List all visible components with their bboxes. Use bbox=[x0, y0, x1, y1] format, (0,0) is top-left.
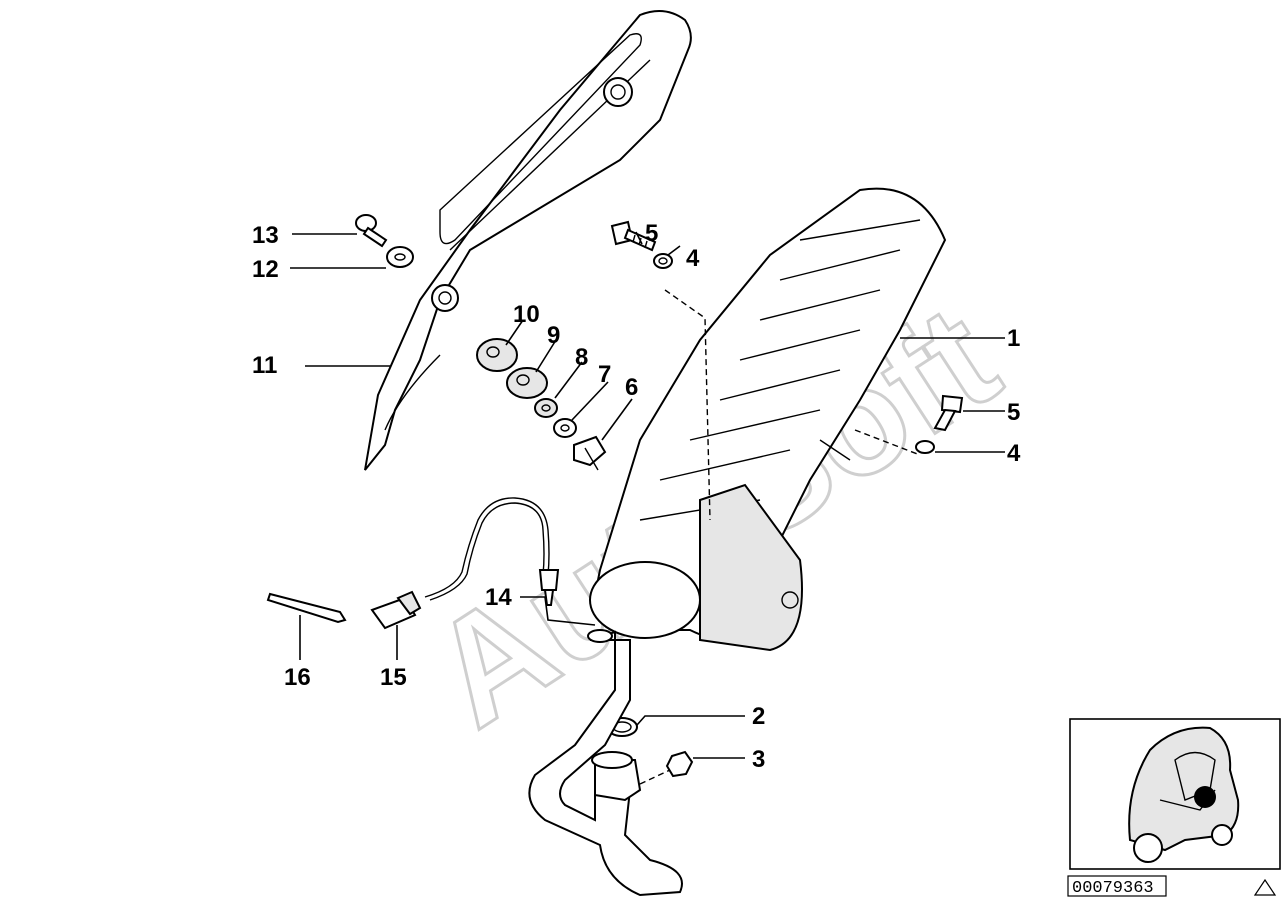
callout-10: 10 bbox=[513, 301, 540, 328]
callout-4-right: 4 bbox=[1007, 440, 1021, 467]
doc-number: 00079363 bbox=[1072, 879, 1154, 898]
callout-9: 9 bbox=[547, 322, 560, 349]
callout-15: 15 bbox=[380, 664, 407, 691]
screw-part-13[interactable] bbox=[355, 214, 388, 248]
clip-part-6[interactable] bbox=[573, 435, 607, 471]
doc-number-box: 00079363 bbox=[1067, 875, 1167, 898]
scooter-thumbnail-icon[interactable] bbox=[1069, 718, 1281, 870]
nut-part-3[interactable] bbox=[665, 750, 694, 778]
callout-2: 2 bbox=[752, 703, 765, 730]
leader-lines bbox=[290, 231, 1005, 785]
washer-part-12[interactable] bbox=[386, 246, 414, 268]
callout-11: 11 bbox=[252, 352, 277, 379]
callout-7: 7 bbox=[598, 361, 611, 388]
washer-part-7[interactable] bbox=[553, 418, 577, 438]
connector-part-15[interactable] bbox=[370, 590, 422, 630]
washer-part-4-upper[interactable] bbox=[653, 253, 673, 269]
callout-3: 3 bbox=[752, 746, 765, 773]
callout-5-upper: 5 bbox=[645, 220, 658, 247]
bolt-part-5-right[interactable] bbox=[933, 394, 964, 432]
callout-1: 1 bbox=[1007, 325, 1020, 352]
rubber-mount-part-9[interactable] bbox=[506, 367, 548, 399]
highlight-marker-icon bbox=[1194, 786, 1216, 808]
callout-6: 6 bbox=[625, 374, 638, 401]
callout-16: 16 bbox=[284, 664, 311, 691]
cable-tie-part-16[interactable] bbox=[266, 592, 347, 624]
callout-12: 12 bbox=[252, 256, 279, 283]
rubber-mount-part-10[interactable] bbox=[476, 338, 518, 372]
callout-13: 13 bbox=[252, 222, 279, 249]
callout-14: 14 bbox=[485, 584, 512, 611]
muffler-part-1[interactable] bbox=[589, 187, 947, 652]
callout-5-right: 5 bbox=[1007, 399, 1020, 426]
washer-part-4-right[interactable] bbox=[915, 440, 935, 454]
callout-8: 8 bbox=[575, 344, 588, 371]
lambda-sensor-part-14[interactable] bbox=[424, 497, 560, 606]
spacer-part-8[interactable] bbox=[534, 398, 558, 418]
heat-shield-part-11[interactable] bbox=[364, 10, 692, 471]
exhaust-pipe[interactable] bbox=[528, 629, 683, 897]
triangle-icon bbox=[1253, 878, 1277, 896]
callout-4-upper: 4 bbox=[686, 245, 700, 272]
